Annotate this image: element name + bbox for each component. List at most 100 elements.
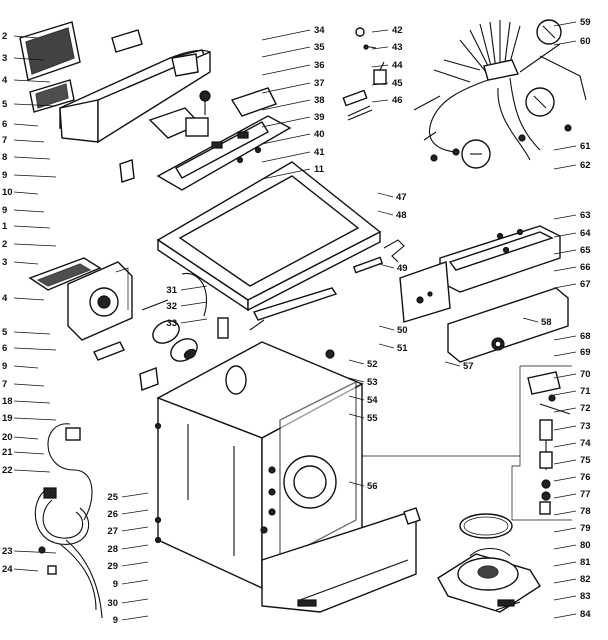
small-parts-42-46 <box>342 27 387 121</box>
callout-left-17: 7 <box>2 379 7 390</box>
leader-center-8 <box>180 285 208 291</box>
fasteners <box>496 228 524 254</box>
leader-inner-7 <box>348 395 365 401</box>
leader-left-21 <box>13 451 45 455</box>
small-switch <box>119 159 135 183</box>
leader-right-23 <box>553 578 577 584</box>
callout-small-0: 42 <box>392 25 403 36</box>
door-switch <box>527 371 571 515</box>
callout-mid-6: 40 <box>314 129 325 140</box>
callout-right-17: 76 <box>580 472 591 483</box>
leader-mid-0 <box>261 29 311 41</box>
leader-right-14 <box>553 425 577 431</box>
callout-left-13: 4 <box>2 293 8 304</box>
console-housing <box>59 49 211 144</box>
leader-center-4 <box>121 561 149 567</box>
callout-left-2: 4 <box>2 75 8 86</box>
leader-inner-4 <box>378 343 395 349</box>
callout-inner-4: 51 <box>397 343 408 354</box>
leader-mid-5 <box>261 116 311 128</box>
callout-mid-5: 39 <box>314 112 325 123</box>
callout-small-3: 45 <box>392 78 403 89</box>
leader-left-4 <box>13 123 39 127</box>
leader-center-10 <box>180 318 208 324</box>
leader-right-2 <box>553 145 577 151</box>
callout-left-1: 3 <box>2 53 7 64</box>
callout-mid-0: 34 <box>314 25 325 36</box>
callout-right-5: 64 <box>580 228 591 239</box>
callout-inner-2: 49 <box>397 263 408 274</box>
leader-right-21 <box>553 544 577 550</box>
callout-inner-11: 58 <box>541 317 552 328</box>
callout-right-10: 69 <box>580 347 591 358</box>
small-bracket-5 <box>93 341 159 391</box>
leader-small-4 <box>371 99 389 103</box>
power-cord <box>34 423 103 619</box>
leader-left-17 <box>13 383 45 387</box>
callout-right-7: 66 <box>580 262 591 273</box>
callout-mid-1: 35 <box>314 42 325 53</box>
leader-right-20 <box>553 527 577 533</box>
callout-right-14: 73 <box>580 421 591 432</box>
leader-left-14 <box>13 331 51 335</box>
callout-layer: 2345678910912345697181920212223242526272… <box>2 17 591 626</box>
callout-mid-7: 41 <box>314 147 325 158</box>
callout-center-5: 9 <box>113 579 118 590</box>
leader-right-17 <box>553 476 577 482</box>
callout-mid-3: 37 <box>314 78 325 89</box>
callout-small-1: 43 <box>392 42 403 53</box>
leader-left-6 <box>13 156 51 160</box>
leader-inner-1 <box>377 210 394 216</box>
callout-right-3: 62 <box>580 160 591 171</box>
leader-right-4 <box>553 214 577 220</box>
callout-center-6: 30 <box>107 598 118 609</box>
control-panel-front <box>19 21 143 113</box>
wiring-harness <box>413 19 587 169</box>
leader-mid-3 <box>261 82 311 94</box>
callout-left-22: 22 <box>2 465 13 476</box>
callout-inner-10: 57 <box>463 361 474 372</box>
callout-inner-8: 55 <box>367 413 378 424</box>
callout-inner-3: 50 <box>397 325 408 336</box>
leader-left-19 <box>13 417 57 421</box>
callout-left-7: 9 <box>2 170 7 181</box>
leader-small-1 <box>371 46 389 50</box>
leader-inner-0 <box>377 192 394 198</box>
leader-right-5 <box>553 232 577 238</box>
blower-housing <box>28 257 133 341</box>
leader-mid-1 <box>261 46 311 58</box>
callout-right-8: 67 <box>580 279 591 290</box>
drive-belt <box>459 513 513 539</box>
callout-left-19: 19 <box>2 413 13 424</box>
leader-right-9 <box>553 335 577 341</box>
callout-right-0: 59 <box>580 17 591 28</box>
callout-small-4: 46 <box>392 95 403 106</box>
leader-mid-7 <box>261 151 311 163</box>
leader-left-16 <box>13 365 39 369</box>
leader-small-0 <box>371 29 389 33</box>
leader-left-18 <box>13 400 51 404</box>
leader-left-22 <box>13 469 51 473</box>
callout-left-6: 8 <box>2 152 7 163</box>
callout-center-2: 27 <box>107 526 118 537</box>
leader-right-25 <box>553 613 577 619</box>
leader-left-24 <box>13 568 39 572</box>
leader-left-0 <box>13 35 39 39</box>
leader-right-1 <box>553 40 577 46</box>
callout-left-20: 20 <box>2 432 13 443</box>
leader-center-2 <box>121 526 149 532</box>
leader-left-2 <box>13 79 51 83</box>
leader-right-11 <box>553 373 577 379</box>
callout-left-5: 7 <box>2 135 7 146</box>
leader-center-7 <box>121 615 149 621</box>
leader-left-9 <box>13 209 45 213</box>
callout-right-9: 68 <box>580 331 591 342</box>
callout-right-16: 75 <box>580 455 591 466</box>
callout-left-18: 18 <box>2 396 13 407</box>
leader-left-8 <box>13 191 39 195</box>
leader-right-12 <box>553 390 577 396</box>
leader-right-18 <box>553 493 577 499</box>
water-pump <box>437 547 541 613</box>
callout-left-21: 21 <box>2 447 13 458</box>
